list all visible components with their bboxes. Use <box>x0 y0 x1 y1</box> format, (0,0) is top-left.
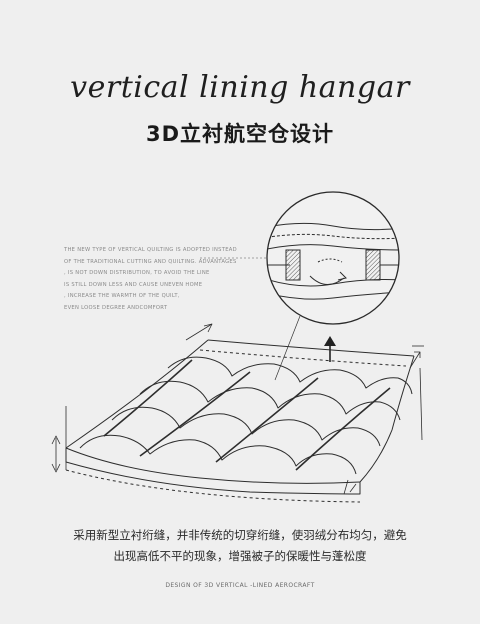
magnified-cross-section-circle <box>266 191 400 325</box>
footer-caption: DESIGN OF 3D VERTICAL -LINED AEROCRAFT <box>165 582 315 589</box>
up-arrow-icon <box>324 336 336 362</box>
intro-line: IS STILL DOWN LESS AND CAUSE UNEVEN HOME <box>64 281 203 288</box>
quilt-sketch <box>51 323 424 503</box>
intro-line: OF THE TRADITIONAL CUTTING AND QUILTING.… <box>64 258 237 265</box>
description-line: 采用新型立衬绗缝，并非传统的切穿绗缝，使羽绒分布均匀，避免 <box>73 528 407 542</box>
intro-text-block: THE NEW TYPE OF VERTICAL QUILTING IS ADO… <box>64 245 264 314</box>
intro-line: , IS NOT DOWN DISTRIBUTION, TO AVOID THE… <box>64 270 210 276</box>
intro-line: EVEN LOOSE DEGREE ANDCOMFORT <box>64 304 168 311</box>
description-line: 出现高低不平的现象，增强被子的保暖性与蓬松度 <box>113 549 367 563</box>
chinese-title: 3D立衬航空仓设计 <box>145 122 335 146</box>
intro-line: , INCREASE THE WARMTH OF THE QUILT, <box>64 293 180 299</box>
intro-line: THE NEW TYPE OF VERTICAL QUILTING IS ADO… <box>64 247 237 253</box>
description-block: 采用新型立衬绗缝，并非传统的切穿绗缝，使羽绒分布均匀，避免 出现高低不平的现象，… <box>0 525 480 567</box>
script-title: vertical lining hangar <box>70 70 410 105</box>
magnifier-pointer <box>274 315 301 381</box>
